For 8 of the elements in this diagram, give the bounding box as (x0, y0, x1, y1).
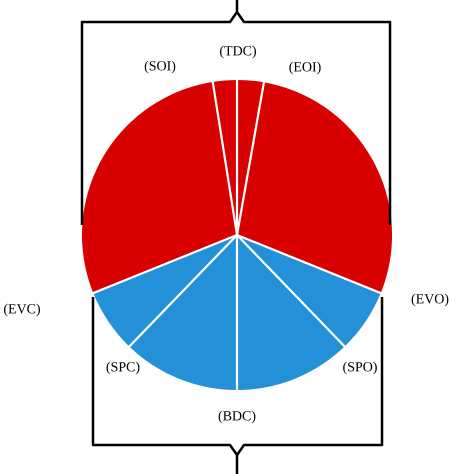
angle-label: (SPC) (106, 362, 140, 374)
angle-label: (SPO) (343, 362, 377, 374)
angle-label: (EVC) (4, 304, 40, 316)
angle-label: (BDC) (218, 410, 256, 424)
angle-label: (SOI) (144, 60, 176, 74)
angle-label: (EVO) (412, 294, 448, 306)
angle-label: (EOI) (289, 62, 321, 74)
angle-label: (TDC) (220, 46, 256, 58)
